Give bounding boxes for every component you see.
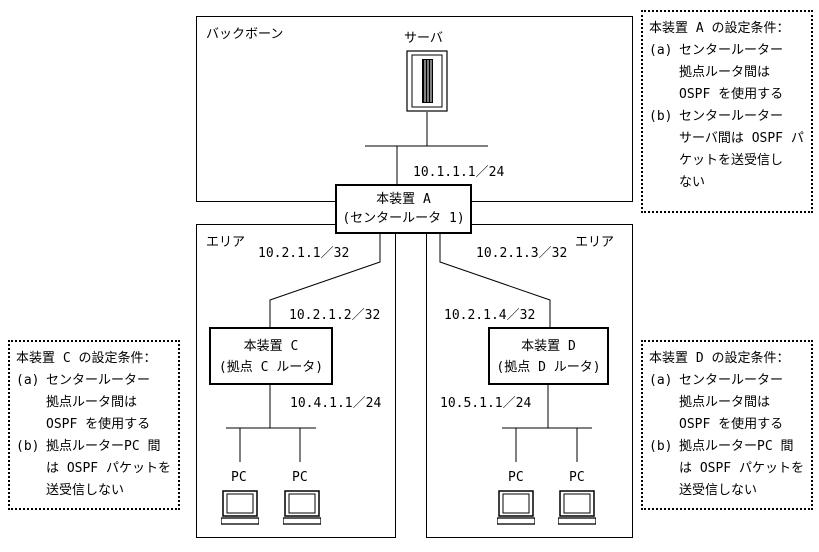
device-c-name: 本装置 C bbox=[243, 339, 299, 354]
note-a-title: 本装置 A の設定条件： bbox=[649, 21, 790, 36]
note-d-title: 本装置 D の設定条件： bbox=[649, 351, 790, 366]
note-d-item-a-line: センタールーター bbox=[679, 373, 784, 388]
device-d-name: 本装置 D bbox=[521, 339, 576, 354]
note-c-item-b-line: 拠点ルーターPC 間 bbox=[46, 439, 161, 454]
note-d-item-b-line: は OSPF パケットを bbox=[679, 461, 804, 476]
note-d-item-a-line: OSPF を使用する bbox=[679, 417, 784, 432]
address-a-backbone: 10.1.1.1／24 bbox=[413, 165, 505, 180]
area-left-label: エリア bbox=[206, 235, 246, 250]
pc-icon bbox=[496, 490, 536, 525]
note-c-item-b-mark: (b) bbox=[16, 439, 40, 454]
pc-icon bbox=[220, 490, 260, 525]
note-d-item-a-mark: (a) bbox=[649, 373, 673, 388]
note-c-item-b-line: は OSPF パケットを bbox=[46, 461, 171, 476]
area-right bbox=[426, 224, 633, 538]
note-a-item-a-line: センタールーター bbox=[679, 43, 784, 58]
address-d-lan: 10.5.1.1／24 bbox=[440, 396, 532, 411]
backbone-label: バックボーン bbox=[206, 27, 284, 42]
note-a-item-b-line: ない bbox=[679, 175, 706, 190]
note-d-item-a-line: 拠点ルータ間は bbox=[679, 395, 771, 410]
note-d-item-b-line: 拠点ルーターPC 間 bbox=[679, 439, 794, 454]
note-c-item-b-line: 送受信しない bbox=[46, 483, 125, 498]
area-left bbox=[196, 224, 396, 538]
note-device-a: 本装置 A の設定条件： (a) センタールーター 拠点ルータ間は OSPF を使… bbox=[641, 10, 813, 213]
note-c-item-a-line: センタールーター bbox=[46, 373, 151, 388]
address-d-up: 10.2.1.4／32 bbox=[444, 308, 536, 323]
note-a-item-b-line: ケットを送受信し bbox=[679, 153, 784, 168]
note-d-item-b-mark: (b) bbox=[649, 439, 673, 454]
note-device-c: 本装置 C の設定条件： (a) センタールーター 拠点ルータ間は OSPF を使… bbox=[8, 340, 180, 510]
device-a-role: (センタールータ 1) bbox=[342, 211, 465, 226]
note-c-item-a-line: 拠点ルータ間は bbox=[46, 395, 138, 410]
pc-icon bbox=[282, 490, 322, 525]
device-a: 本装置 A (センタールータ 1) bbox=[335, 184, 472, 234]
device-c-role: (拠点 C ルータ) bbox=[218, 360, 324, 375]
pc4-label: PC bbox=[569, 470, 585, 485]
note-a-item-a-line: OSPF を使用する bbox=[679, 87, 784, 102]
note-a-item-b-line: センタールーター bbox=[679, 109, 784, 124]
device-c: 本装置 C (拠点 C ルータ) bbox=[209, 327, 333, 385]
pc2-label: PC bbox=[292, 470, 308, 485]
pc-icon bbox=[557, 490, 597, 525]
note-c-item-a-line: OSPF を使用する bbox=[46, 417, 151, 432]
address-a-right: 10.2.1.3／32 bbox=[476, 246, 568, 261]
device-d-role: (拠点 D ルータ) bbox=[496, 360, 601, 375]
server-icon bbox=[406, 50, 448, 112]
note-a-item-a-mark: (a) bbox=[649, 43, 673, 58]
note-a-item-b-mark: (b) bbox=[649, 109, 673, 124]
note-a-item-a-line: 拠点ルータ間は bbox=[679, 65, 771, 80]
address-c-up: 10.2.1.2／32 bbox=[289, 308, 381, 323]
note-c-title: 本装置 C の設定条件： bbox=[16, 351, 157, 366]
pc1-label: PC bbox=[231, 470, 247, 485]
area-right-label: エリア bbox=[575, 235, 615, 250]
note-d-item-b-line: 送受信しない bbox=[679, 483, 758, 498]
device-a-name: 本装置 A bbox=[376, 192, 431, 207]
device-d: 本装置 D (拠点 D ルータ) bbox=[488, 327, 609, 385]
address-a-left: 10.2.1.1／32 bbox=[258, 246, 350, 261]
note-c-item-a-mark: (a) bbox=[16, 373, 40, 388]
address-c-lan: 10.4.1.1／24 bbox=[290, 396, 382, 411]
note-device-d: 本装置 D の設定条件： (a) センタールーター 拠点ルータ間は OSPF を使… bbox=[641, 340, 813, 510]
pc3-label: PC bbox=[508, 470, 524, 485]
note-a-item-b-line: サーバ間は OSPF パ bbox=[679, 131, 804, 146]
server-label: サーバ bbox=[404, 31, 443, 46]
